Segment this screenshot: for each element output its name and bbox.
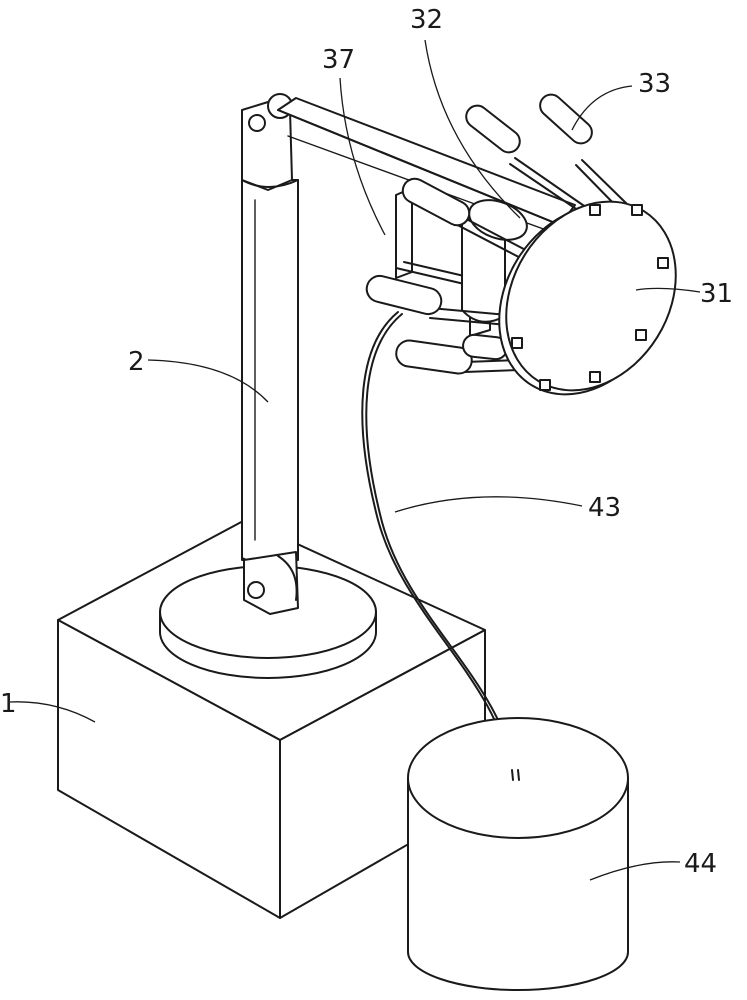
container bbox=[407, 717, 629, 991]
label-wire: 43 bbox=[588, 493, 621, 523]
label-cylinders: 33 bbox=[638, 69, 671, 99]
label-column: 2 bbox=[128, 347, 145, 377]
label-disc: 31 bbox=[700, 279, 733, 309]
label-motor: 32 bbox=[410, 5, 443, 35]
arm bbox=[277, 97, 576, 236]
leader-lines bbox=[9, 39, 701, 881]
label-base: 1 bbox=[0, 689, 17, 719]
reference-labels: 1 2 31 32 33 37 43 44 bbox=[0, 5, 733, 879]
cylinder-bottom bbox=[395, 333, 521, 375]
label-container: 44 bbox=[684, 849, 717, 879]
column bbox=[241, 93, 299, 615]
wire bbox=[361, 311, 517, 779]
label-bracket: 37 bbox=[322, 45, 355, 75]
disc bbox=[498, 200, 677, 396]
cylinder-top-left bbox=[465, 104, 591, 216]
